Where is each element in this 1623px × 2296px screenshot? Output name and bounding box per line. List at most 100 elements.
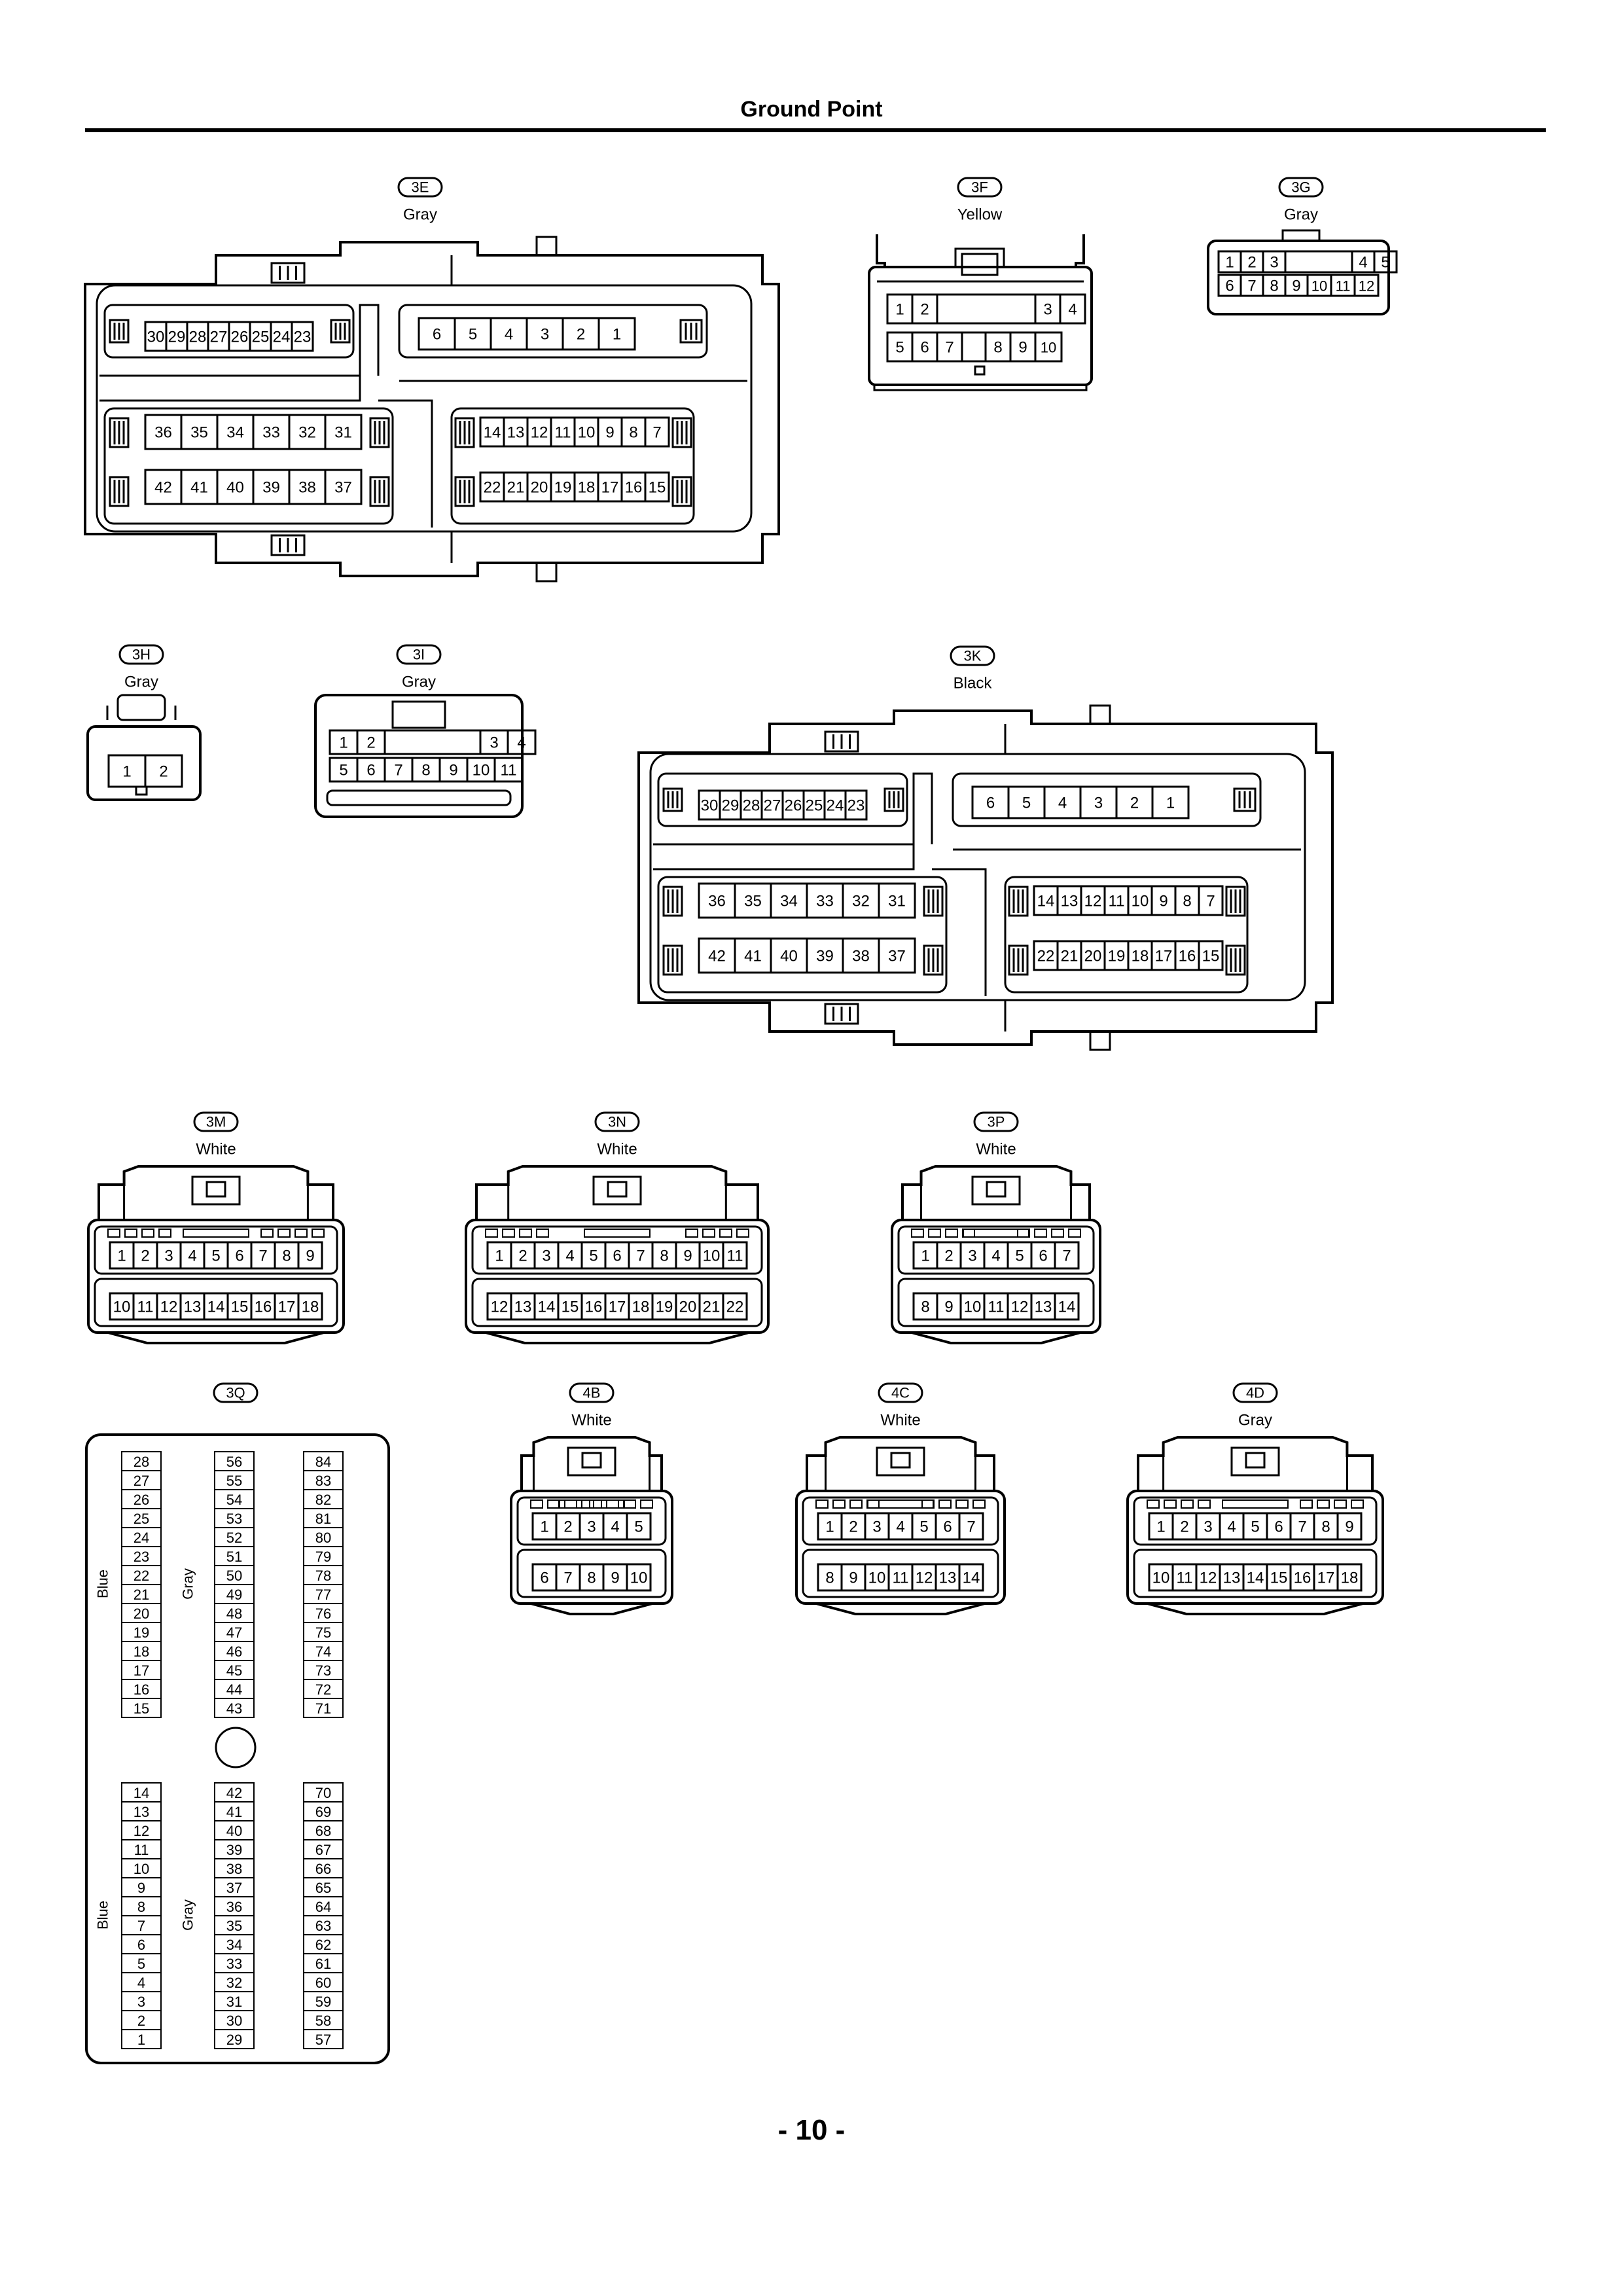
pin-number: 70: [315, 1785, 331, 1801]
pin-number: 82: [315, 1492, 331, 1508]
pin-number: 13: [514, 1299, 532, 1316]
pin-number: 6: [366, 762, 375, 780]
connector-color-label: White: [976, 1141, 1016, 1158]
pin-number: 83: [315, 1473, 331, 1489]
pin-number: 8: [825, 1570, 834, 1587]
pin-number: 9: [306, 1247, 314, 1265]
connector-color-label: Yellow: [957, 206, 1003, 224]
connector-id-label: 3Q: [226, 1385, 245, 1401]
pin-cell: [324, 469, 363, 505]
pin-number: 7: [1206, 893, 1215, 910]
pin-number: 79: [315, 1549, 331, 1565]
pin-number: 38: [226, 1861, 242, 1877]
pin-number: 1: [122, 763, 131, 781]
pin-number: 2: [518, 1247, 527, 1265]
pin-number: 5: [1381, 254, 1389, 272]
pin-number: 8: [137, 1899, 145, 1915]
pin-number: 26: [785, 797, 802, 815]
pin-number: 18: [302, 1299, 319, 1316]
pin-number: 34: [226, 424, 244, 442]
pin-number: 4: [896, 1518, 904, 1536]
pin-number: 36: [708, 893, 726, 910]
pin-number: 25: [252, 329, 270, 346]
pin-number: 2: [1180, 1518, 1188, 1536]
pin-number: 13: [1035, 1299, 1052, 1316]
pin-number: 1: [137, 2032, 145, 2048]
pin-number: 14: [538, 1299, 556, 1316]
pin-number: 5: [634, 1518, 643, 1536]
pin-number: 39: [226, 1842, 242, 1858]
pin-number: 8: [587, 1570, 596, 1587]
pin-number: 6: [1225, 278, 1234, 295]
pin-number: 9: [1159, 893, 1168, 910]
pin-number: 4: [137, 1975, 145, 1991]
pin-number: 29: [226, 2032, 242, 2048]
pin-number: 6: [235, 1247, 243, 1265]
pin-number: 16: [1294, 1570, 1311, 1587]
pin-number: 6: [1274, 1518, 1283, 1536]
pin-number: 2: [1130, 795, 1139, 812]
pin-number: 10: [630, 1570, 648, 1587]
pin-number: 1: [921, 1247, 929, 1265]
pin-number: 12: [1359, 278, 1374, 295]
connector-id-label: 3K: [964, 648, 982, 664]
pin-cell: [597, 317, 636, 351]
pin-number: 40: [226, 479, 244, 497]
pin-number: 37: [888, 948, 906, 965]
pin-number: 2: [944, 1247, 953, 1265]
pin-number: 3: [872, 1518, 881, 1536]
pin-number: 3: [164, 1247, 173, 1265]
pin-number: 6: [540, 1570, 548, 1587]
pin-number: 22: [134, 1568, 149, 1584]
pin-number: 12: [531, 424, 548, 442]
pin-number: 51: [226, 1549, 242, 1565]
pin-number: 7: [652, 424, 661, 442]
pin-cell: [144, 754, 183, 788]
pin-cell: [303, 1698, 344, 1718]
pin-number: 3: [542, 1247, 550, 1265]
pin-number: 3: [1204, 1518, 1212, 1536]
pin-number: 7: [967, 1518, 975, 1536]
pin-number: 16: [585, 1299, 603, 1316]
pin-number: 13: [184, 1299, 202, 1316]
pin-number: 32: [298, 424, 316, 442]
pin-number: 9: [1018, 339, 1027, 357]
pin-number: 68: [315, 1823, 331, 1839]
pin-number: 9: [1345, 1518, 1353, 1536]
pin-number: 81: [315, 1511, 331, 1527]
pin-cell: [1151, 785, 1190, 819]
pin-number: 8: [1270, 278, 1278, 295]
pin-number: 13: [1061, 893, 1079, 910]
pin-number: 24: [827, 797, 844, 815]
pin-number: 5: [211, 1247, 220, 1265]
pin-cell: [958, 1563, 984, 1592]
pin-number: 13: [939, 1570, 957, 1587]
pin-number: 17: [134, 1662, 149, 1679]
connector-id-label: 3E: [412, 179, 429, 196]
pin-number: 7: [259, 1247, 267, 1265]
pin-number: 31: [888, 893, 906, 910]
pin-number: 10: [473, 762, 490, 780]
pin-number: 1: [825, 1518, 834, 1536]
connector-color-label: Black: [954, 675, 993, 692]
pin-cell: [214, 2029, 255, 2049]
pin-number: 21: [703, 1299, 721, 1316]
pin-number: 27: [134, 1473, 149, 1489]
pin-number: 25: [806, 797, 823, 815]
pin-cell: [297, 1241, 323, 1270]
connector-color-label: White: [597, 1141, 637, 1158]
pin-number: 10: [868, 1570, 886, 1587]
connector-id-label: 3H: [132, 647, 151, 663]
connector-color-label: White: [880, 1412, 920, 1429]
pin-number: 11: [893, 1570, 909, 1587]
pin-number: 30: [701, 797, 719, 815]
pin-number: 10: [1132, 893, 1149, 910]
pin-number: 20: [134, 1605, 149, 1622]
pin-number: 4: [1227, 1518, 1236, 1536]
pin-cell: [214, 1698, 255, 1718]
pin-number: 4: [611, 1518, 619, 1536]
pin-number: 14: [207, 1299, 225, 1316]
